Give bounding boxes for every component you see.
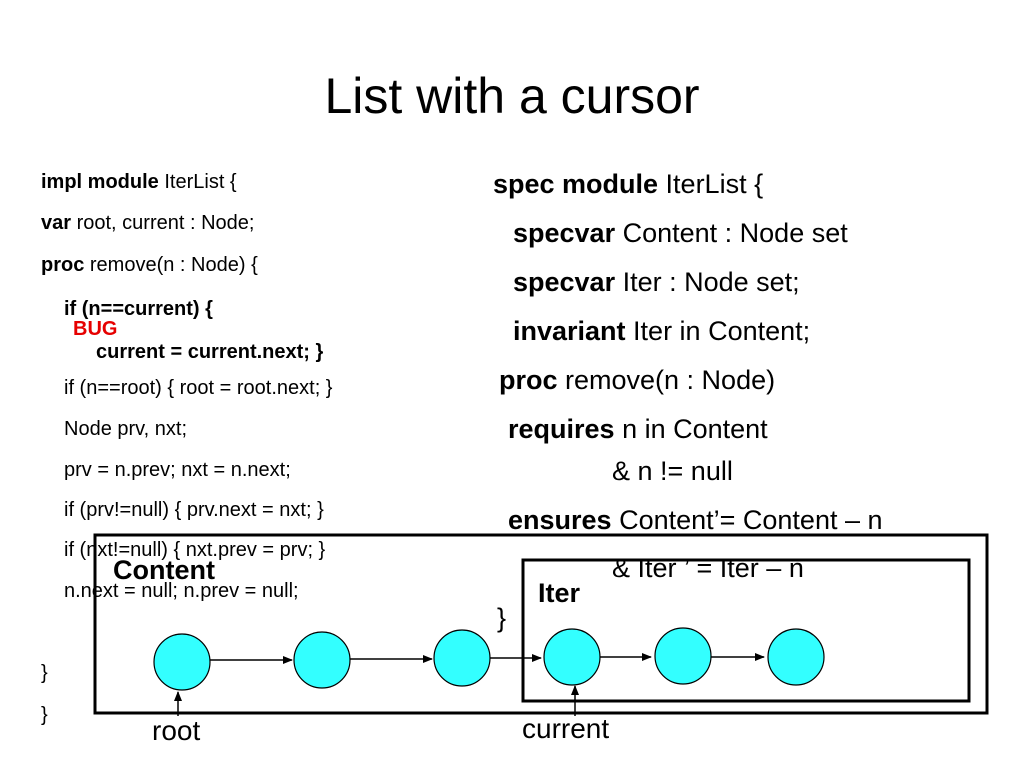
current-label: current (522, 713, 610, 744)
proc-keyword: proc (41, 254, 85, 276)
spec-closing-brace: } (497, 603, 507, 633)
spec-line-requires: requires n in Content (508, 413, 768, 445)
ensures-expr: Content’= Content – n (611, 505, 883, 535)
spec-line-proc: proc remove(n : Node) (499, 364, 775, 396)
invariant-keyword: invariant (513, 316, 626, 346)
spec-line-ensures: ensures Content’= Content – n (508, 504, 883, 536)
proc-keyword: proc (499, 365, 558, 395)
spec-line-ensures-cont: & Iter ’ = Iter – n (612, 553, 804, 583)
list-node (543, 628, 601, 686)
iter-set-label: Iter (538, 578, 581, 608)
spec-keyword: spec module (493, 169, 659, 199)
spec-line-content: specvar Content : Node set (513, 217, 848, 249)
impl-line-proc: proc remove(n : Node) { (41, 253, 258, 277)
list-node (293, 631, 351, 689)
spec-module-name: IterList { (658, 169, 764, 199)
invariant-expr: Iter in Content; (625, 316, 811, 346)
spec-proc-signature: remove(n : Node) (557, 365, 776, 395)
code-line: if (prv!=null) { prv.next = nxt; } (64, 499, 324, 521)
bug-label: BUG (73, 318, 118, 340)
if-current-line: if (n==current) { (64, 298, 213, 320)
code-line: Node prv, nxt; (64, 418, 188, 440)
impl-line-var: var root, current : Node; (41, 211, 254, 235)
list-node (433, 629, 491, 687)
content-set-label: Content (113, 555, 215, 585)
root-label: root (152, 715, 201, 746)
closing-brace: } (41, 704, 48, 726)
var-keyword: var (41, 212, 72, 234)
closing-brace: } (41, 662, 48, 684)
specvar-keyword: specvar (513, 218, 616, 248)
content-decl: Content : Node set (615, 218, 848, 248)
list-node (767, 628, 825, 686)
impl-module-name: IterList { (158, 171, 237, 193)
proc-signature: remove(n : Node) { (84, 254, 258, 276)
specvar-keyword: specvar (513, 267, 616, 297)
spec-line-iter: specvar Iter : Node set; (513, 266, 800, 298)
spec-line-module: spec module IterList { (493, 168, 763, 200)
var-decl: root, current : Node; (71, 212, 255, 234)
ensures-keyword: ensures (508, 505, 612, 535)
code-line: if (n==root) { root = root.next; } (64, 377, 333, 399)
spec-line-invariant: invariant Iter in Content; (513, 315, 810, 347)
code-line: prv = n.prev; nxt = n.next; (64, 459, 291, 481)
requires-expr: n in Content (614, 414, 768, 444)
impl-keyword: impl module (41, 171, 159, 193)
requires-keyword: requires (508, 414, 615, 444)
iter-decl: Iter : Node set; (615, 267, 800, 297)
impl-line-module: impl module IterList { (41, 170, 237, 194)
spec-line-requires-cont: & n != null (612, 456, 733, 486)
list-node (654, 627, 712, 685)
list-node (153, 633, 211, 691)
slide-title: List with a cursor (324, 68, 700, 124)
current-next-line: current = current.next; } (96, 341, 324, 363)
